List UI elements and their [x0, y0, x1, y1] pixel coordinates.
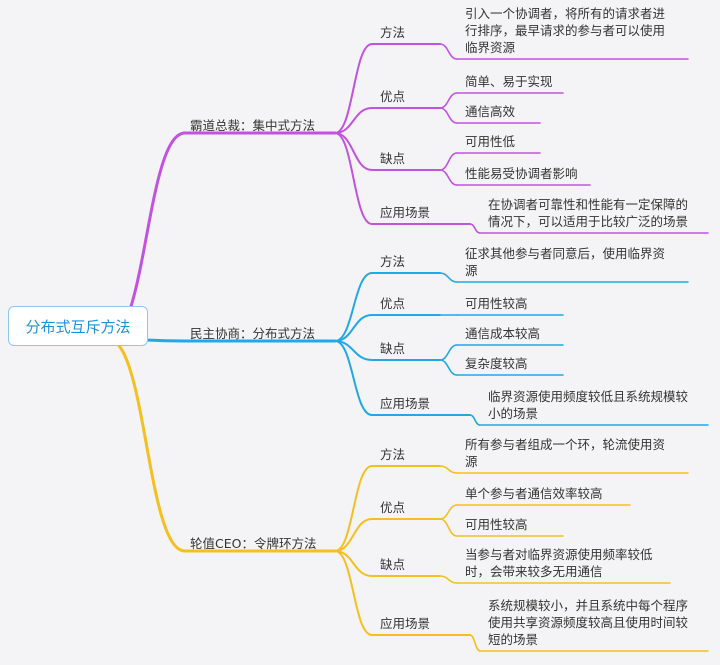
leaf-text[interactable]: 通信高效: [465, 104, 516, 119]
leaf-text[interactable]: 可用性较高: [465, 517, 528, 532]
leaf-connector: [439, 92, 458, 109]
leaf-connector: [439, 575, 458, 584]
leaf-text[interactable]: 行排序，最早请求的参与者可以使用: [465, 23, 666, 38]
leaf-text[interactable]: 可用性较高: [465, 296, 528, 311]
leaf-connector: [439, 169, 458, 186]
category-label[interactable]: 应用场景: [380, 396, 431, 411]
category-label[interactable]: 优点: [380, 296, 406, 311]
leaf-connector: [439, 465, 458, 474]
category-connector: [334, 550, 373, 636]
category-label[interactable]: 方法: [380, 254, 406, 269]
category-connector: [334, 314, 373, 342]
category-label[interactable]: 优点: [380, 500, 406, 515]
leaf-text[interactable]: 当参与者对临界资源使用频率较低: [465, 547, 653, 562]
leaf-connector: [439, 107, 458, 124]
leaf-text[interactable]: 简单、易于实现: [465, 74, 553, 89]
leaf-connector: [469, 223, 481, 234]
leaf-text[interactable]: 系统规模较小，并且系统中每个程序: [488, 598, 689, 613]
category-connector: [334, 43, 373, 134]
root-node[interactable]: 分布式互斥方法: [8, 306, 148, 346]
category-label[interactable]: 优点: [380, 89, 406, 104]
branch-title[interactable]: 霸道总裁：集中式方法: [190, 118, 316, 133]
branch-title[interactable]: 轮值CEO：令牌环方法: [190, 536, 317, 551]
category-connector: [334, 340, 373, 416]
leaf-connector: [469, 634, 481, 652]
category-label[interactable]: 应用场景: [380, 616, 431, 631]
leaf-text[interactable]: 引入一个协调者，将所有的请求者进: [465, 6, 666, 21]
branch-title[interactable]: 民主协商：分布式方法: [190, 326, 316, 341]
leaf-text[interactable]: 在协调者可靠性和性能有一定保障的: [488, 197, 689, 212]
leaf-text[interactable]: 临界资源: [465, 40, 516, 55]
leaf-text[interactable]: 复杂度较高: [465, 356, 528, 371]
leaf-text[interactable]: 小的场景: [488, 406, 539, 421]
leaf-text[interactable]: 时，会带来较多无用通信: [465, 564, 603, 579]
leaf-text[interactable]: 性能易受协调者影响: [465, 166, 578, 181]
leaf-connector: [439, 518, 458, 537]
leaf-text[interactable]: 使用共享资源频度较高且使用时间较: [488, 615, 689, 630]
leaf-text[interactable]: 单个参与者通信效率较高: [465, 486, 603, 501]
leaf-text[interactable]: 征求其他参与者同意后，使用临界资: [465, 246, 666, 261]
category-connector: [334, 132, 373, 225]
category-label[interactable]: 缺点: [380, 151, 406, 166]
leaf-text[interactable]: 源: [465, 263, 478, 278]
category-label[interactable]: 方法: [380, 25, 406, 40]
leaf-text[interactable]: 通信成本较高: [465, 326, 541, 341]
leaf-connector: [439, 272, 458, 283]
leaf-connector: [439, 359, 458, 376]
leaf-connector: [469, 414, 481, 426]
category-connector: [334, 132, 373, 171]
leaf-text[interactable]: 临界资源使用频度较低且系统规模较: [488, 389, 689, 404]
leaf-text[interactable]: 所有参与者组成一个环，轮流使用资: [465, 437, 666, 452]
leaf-text[interactable]: 短的场景: [488, 632, 539, 647]
leaf-connector: [439, 344, 458, 361]
category-label[interactable]: 应用场景: [380, 205, 431, 220]
leaf-connector: [439, 152, 458, 171]
category-label[interactable]: 方法: [380, 447, 406, 462]
leaf-text[interactable]: 情况下，可以适用于比较广泛的场景: [488, 214, 689, 229]
category-connector: [334, 465, 373, 552]
category-label[interactable]: 缺点: [380, 557, 406, 572]
category-connector: [334, 272, 373, 342]
leaf-connector: [439, 504, 458, 520]
category-label[interactable]: 缺点: [380, 341, 406, 356]
leaf-text[interactable]: 可用性低: [465, 134, 516, 149]
category-connector: [334, 107, 373, 134]
leaf-connector: [439, 43, 458, 60]
branch-connector: [106, 337, 187, 553]
category-connector: [334, 518, 373, 552]
leaf-text[interactable]: 源: [465, 454, 478, 469]
